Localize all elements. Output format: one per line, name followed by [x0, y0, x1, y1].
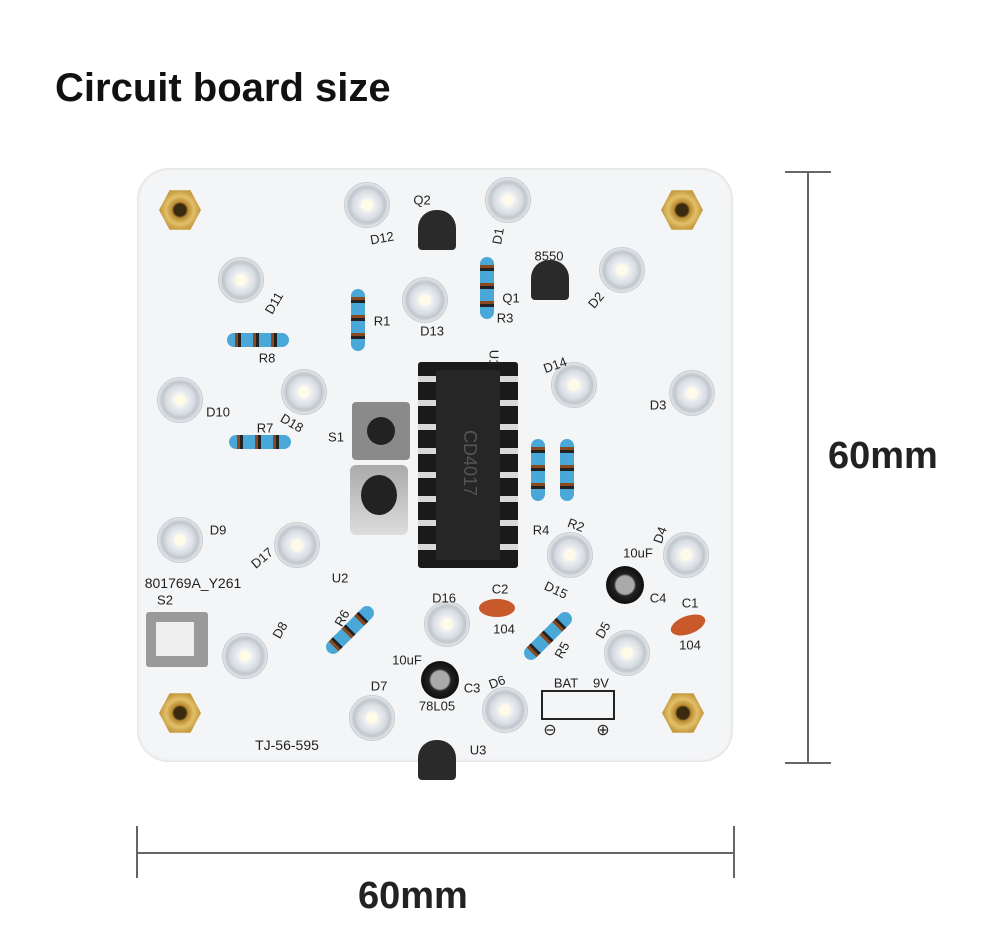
c1-label: C1: [681, 595, 699, 611]
bat-label: BAT: [553, 675, 579, 691]
c4-label: C4: [649, 590, 667, 606]
led-d10: [157, 377, 203, 423]
height-dimension-line: [807, 172, 809, 763]
resistor-r4: [531, 439, 545, 501]
led-d2: [599, 247, 645, 293]
c3-value: 10uF: [392, 652, 422, 668]
led-d1: [485, 177, 531, 223]
transistor-q1: [531, 260, 569, 300]
led-d4: [663, 532, 709, 578]
width-dimension-label: 60mm: [358, 875, 468, 917]
volt-label: 9V: [593, 675, 609, 691]
ic-label: CD4017: [460, 430, 480, 497]
led-d9: [157, 517, 203, 563]
capacitor-c2: [479, 599, 515, 617]
d1-label: D1: [489, 226, 507, 246]
led-d6: [482, 687, 528, 733]
led-d13: [402, 277, 448, 323]
led-d17: [274, 522, 320, 568]
page-title: Circuit board size: [55, 66, 391, 110]
board-model-text: 801769A_Y261: [144, 575, 242, 591]
led-d11: [218, 257, 264, 303]
led-d14: [551, 362, 597, 408]
height-dimension-label: 60mm: [828, 435, 938, 477]
r1-label: R1: [373, 313, 391, 329]
led-d5: [604, 630, 650, 676]
led-d8: [222, 633, 268, 679]
d7-label: D7: [370, 678, 388, 694]
c4-value: 10uF: [623, 545, 653, 561]
resistor-r1: [351, 289, 365, 351]
minus-symbol: ⊖: [543, 722, 557, 739]
led-d7: [349, 695, 395, 741]
c3-label: C3: [463, 680, 481, 696]
resistor-r3: [480, 257, 494, 319]
standoff-nut: [159, 693, 201, 733]
r3-label: R3: [496, 310, 514, 326]
height-dimension-cap-top: [785, 171, 831, 173]
height-dimension-cap-bottom: [785, 762, 831, 764]
resistor-r7: [229, 435, 291, 449]
s2-label: S2: [157, 592, 173, 608]
ir-receiver-u2: [350, 465, 408, 535]
u3-part-label: 78L05: [418, 698, 456, 714]
d16-label: D16: [432, 590, 456, 606]
plus-symbol: ⊕: [596, 722, 610, 739]
d13-label: D13: [420, 323, 444, 339]
resistor-r8: [227, 333, 289, 347]
led-d16: [424, 601, 470, 647]
q1-label: Q1: [502, 290, 520, 306]
s1-label: S1: [328, 429, 344, 445]
regulator-u3: [418, 740, 456, 780]
d9-label: D9: [209, 522, 227, 538]
c2-value: 104: [493, 621, 515, 637]
slide-switch-s2: [146, 612, 208, 667]
width-dimension-cap-left: [136, 826, 138, 878]
c2-label: C2: [491, 581, 509, 597]
led-d12: [344, 182, 390, 228]
capacitor-c4: [606, 566, 644, 604]
r4-label: R4: [532, 522, 550, 538]
u2-label: U2: [331, 570, 349, 586]
d10-label: D10: [206, 404, 230, 420]
led-d15: [547, 532, 593, 578]
led-d3: [669, 370, 715, 416]
push-button-s1: [352, 402, 410, 460]
led-d18: [281, 369, 327, 415]
width-dimension-line: [137, 852, 734, 854]
width-dimension-cap-right: [733, 826, 735, 878]
u1-label: U1: [486, 349, 502, 367]
battery-terminal: [541, 690, 615, 720]
ic-chip: [436, 370, 500, 560]
q1-part-label: 8550: [534, 248, 564, 264]
capacitor-c3: [421, 661, 459, 699]
c1-value: 104: [679, 637, 701, 653]
d3-label: D3: [649, 397, 667, 413]
r7-label: R7: [256, 420, 274, 436]
resistor-r2: [560, 439, 574, 501]
r8-label: R8: [258, 350, 276, 366]
transistor-q2: [418, 210, 456, 250]
u3-label: U3: [469, 742, 487, 758]
q2-label: Q2: [413, 192, 431, 208]
board-bottom-text: TJ-56-595: [255, 737, 319, 753]
standoff-nut: [662, 693, 704, 733]
